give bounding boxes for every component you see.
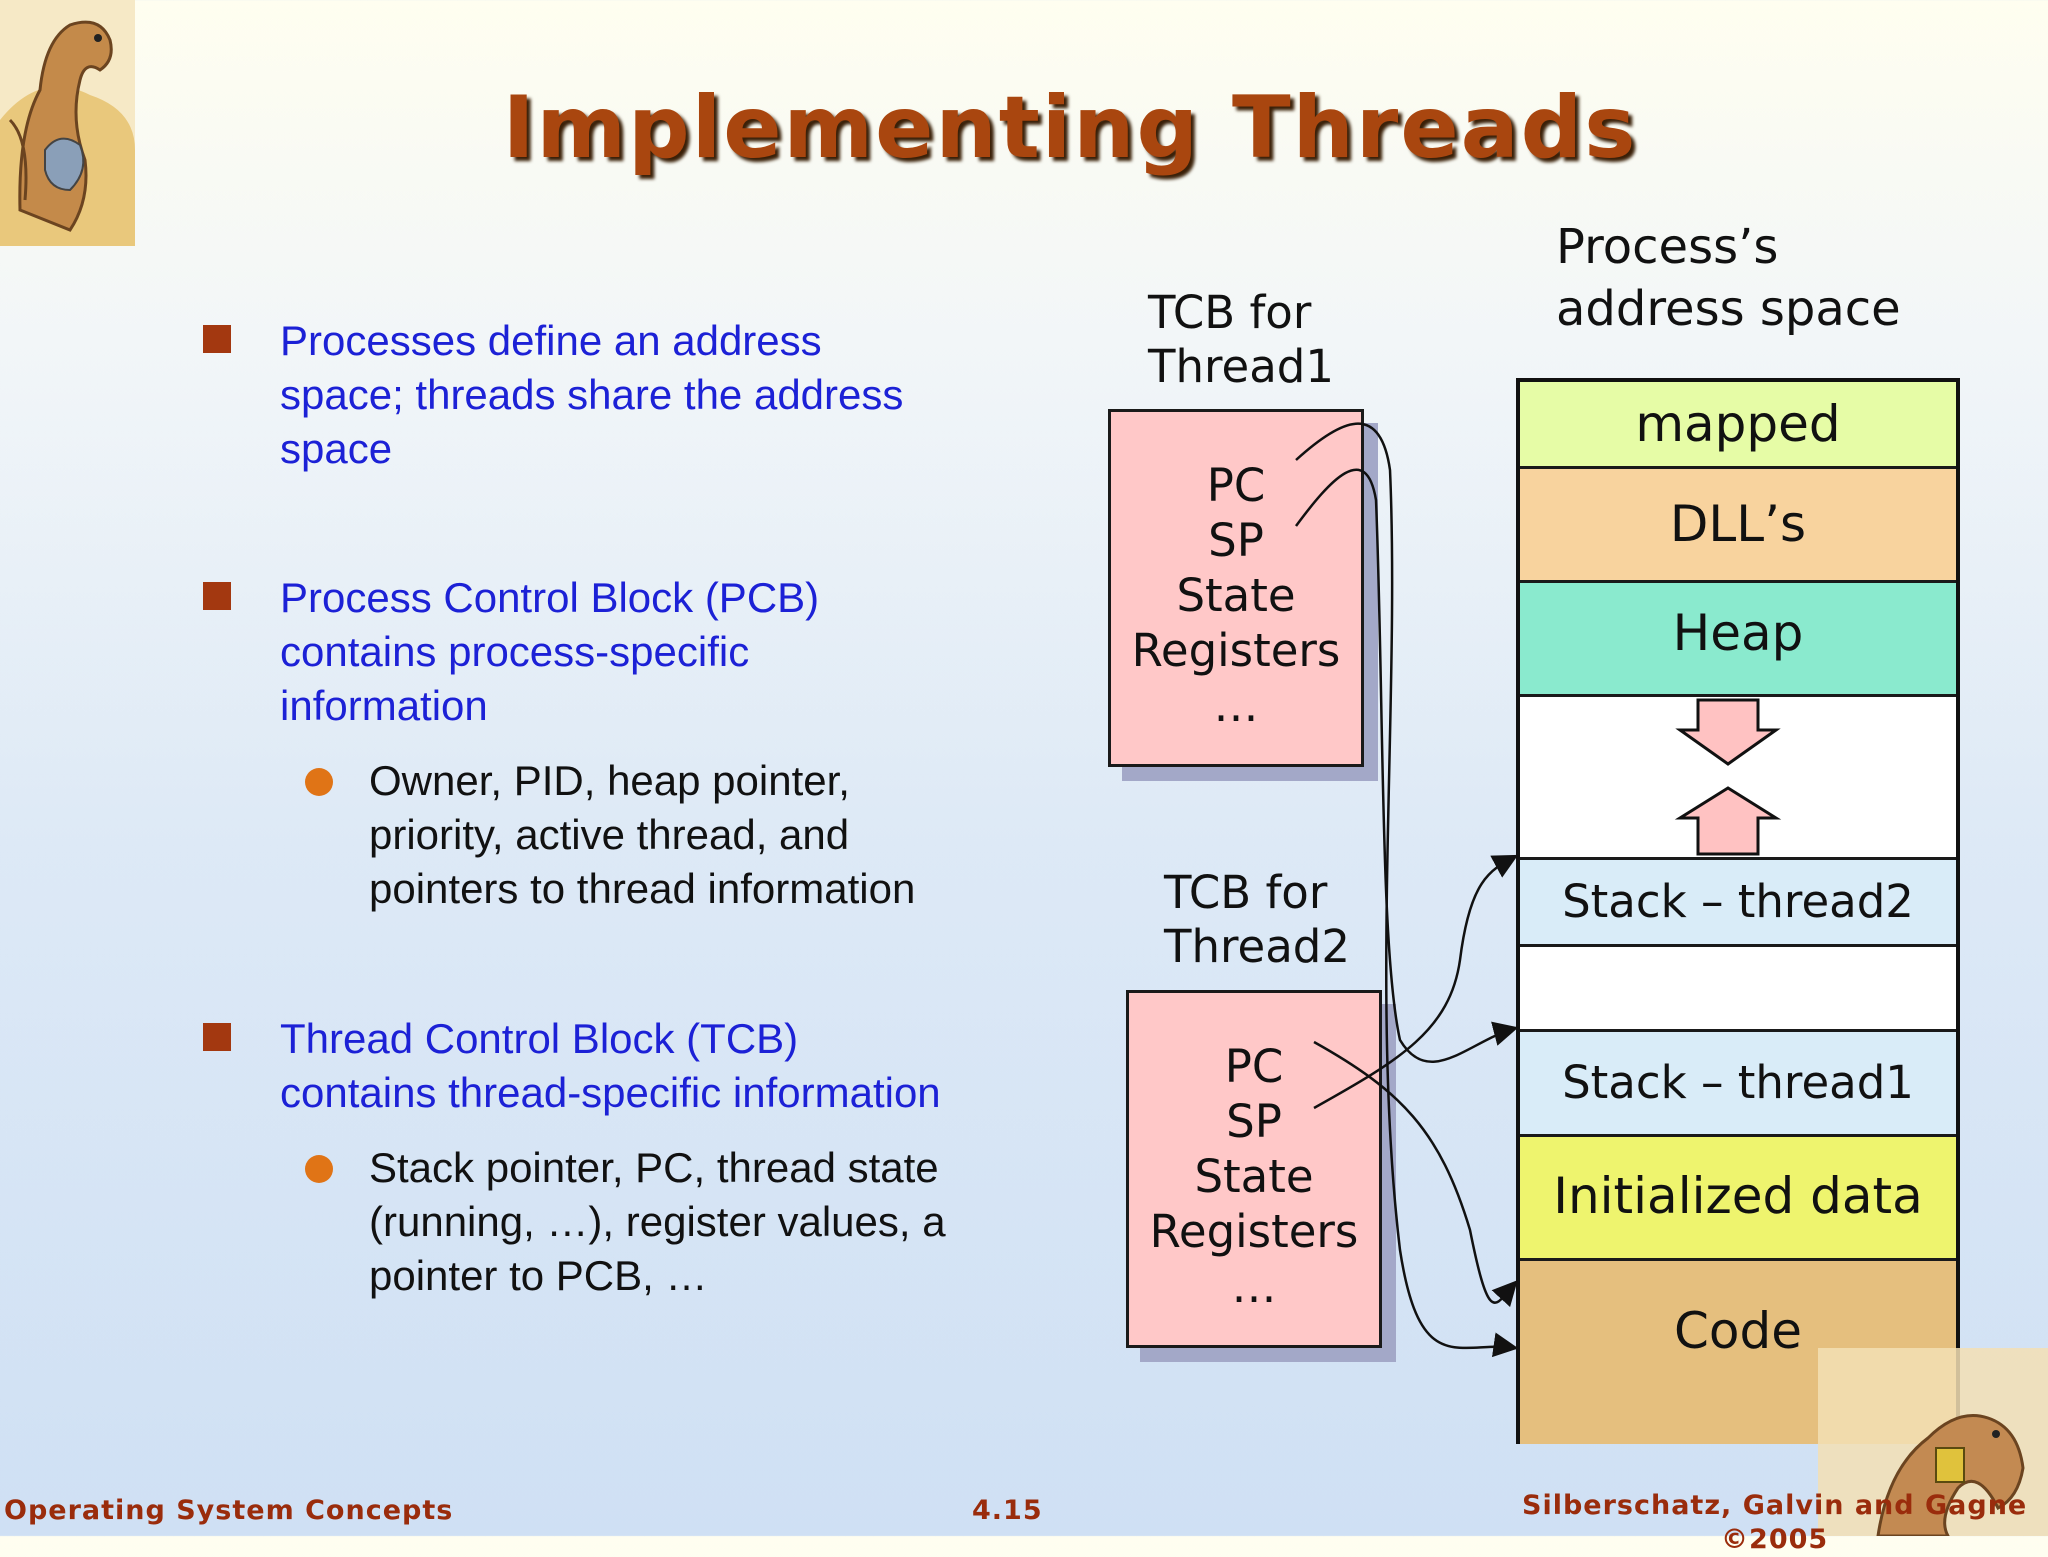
bullet-square-icon <box>203 325 231 353</box>
segment-stack-thread1-label: Stack – thread1 <box>1562 1056 1914 1109</box>
tcb1-registers: Registers <box>1131 624 1341 677</box>
sub-bullet-text: Owner, PID, heap pointer, priority, acti… <box>369 754 915 916</box>
bullet-2-line-3: information <box>280 682 488 729</box>
segment-heap-label: Heap <box>1672 604 1804 662</box>
tcb2-heading-line-1: TCB for <box>1164 866 1328 919</box>
footer-left: Operating System Concepts <box>4 1495 454 1526</box>
tcb2-ellipsis: … <box>1231 1260 1277 1313</box>
sub-bullet-2-line-1: Owner, PID, heap pointer, <box>369 757 850 804</box>
tcb2-heading: TCB for Thread2 <box>1164 866 1350 974</box>
bullet-dot-icon <box>305 768 333 796</box>
bullet-2-line-1: Process Control Block (PCB) <box>280 574 820 621</box>
segment-code-label: Code <box>1673 1302 1802 1360</box>
address-space-heading-line-1: Process’s <box>1556 219 1779 275</box>
tcb1-sp: SP <box>1208 514 1264 567</box>
sub-bullet-3-line-1: Stack pointer, PC, thread state <box>369 1144 939 1191</box>
bullet-square-icon <box>203 1023 231 1051</box>
tcb1-box: PC SP State Registers … <box>1108 409 1364 767</box>
bullet-3-line-1: Thread Control Block (TCB) <box>280 1015 799 1062</box>
bullet-text: Thread Control Block (TCB) contains thre… <box>280 1012 941 1120</box>
bullet-text: Processes define an address space; threa… <box>280 314 903 476</box>
bullet-dot-icon <box>305 1155 333 1183</box>
segment-initialized-data-label: Initialized data <box>1553 1167 1923 1225</box>
tcb2-sp: SP <box>1226 1095 1282 1148</box>
footer-right-line-1: Silberschatz, Galvin and Gagne <box>1522 1490 2028 1521</box>
address-space-heading: Process’s address space <box>1556 216 1901 340</box>
tcb2-state: State <box>1194 1150 1314 1203</box>
dinosaur-corner-icon <box>1818 1348 2048 1538</box>
tcb1-pc: PC <box>1206 459 1266 512</box>
segment-gap <box>1520 947 1956 1029</box>
segment-initialized-data: Initialized data <box>1520 1137 1956 1261</box>
footer-right: Silberschatz, Galvin and Gagne ©2005 <box>1522 1489 2027 1557</box>
sub-bullet-3-line-2: (running, …), register values, a <box>369 1198 946 1245</box>
bullet-1-line-2: space; threads share the address <box>280 371 904 418</box>
segment-stack-thread2-label: Stack – thread2 <box>1562 875 1914 928</box>
tcb1-state: State <box>1176 569 1296 622</box>
bullet-square-icon <box>203 582 231 610</box>
segment-dlls: DLL’s <box>1520 469 1956 583</box>
tcb2-registers: Registers <box>1149 1205 1359 1258</box>
bullet-3-line-2: contains thread-specific information <box>280 1069 941 1116</box>
segment-stack-thread1: Stack – thread1 <box>1520 1029 1956 1137</box>
sub-bullet-text: Stack pointer, PC, thread state (running… <box>369 1141 946 1303</box>
tcb2-box: PC SP State Registers … <box>1126 990 1382 1348</box>
segment-free-space <box>1520 697 1956 857</box>
dinosaur-logo-icon <box>0 0 135 247</box>
segment-stack-thread2: Stack – thread2 <box>1520 857 1956 947</box>
address-space-column: mapped segments DLL’s Heap Stack – threa… <box>1516 378 1960 1444</box>
sub-bullet-3-line-3: pointer to PCB, … <box>369 1252 708 1299</box>
tcb1-heading-line-1: TCB for <box>1148 286 1312 339</box>
page-title: Implementing Threads <box>502 78 1638 178</box>
bullet-1-line-1: Processes define an address <box>280 317 822 364</box>
segment-dlls-label: DLL’s <box>1669 495 1807 553</box>
sub-bullet-2-line-3: pointers to thread information <box>369 865 916 912</box>
footer-right-line-2: ©2005 <box>1721 1524 1829 1555</box>
tcb1-heading: TCB for Thread1 <box>1148 286 1334 394</box>
segment-heap: Heap <box>1520 583 1956 697</box>
tcb1-heading-line-2: Thread1 <box>1148 340 1334 393</box>
sub-bullet-2-line-2: priority, active thread, and <box>369 811 850 858</box>
bullet-2-line-2: contains process-specific <box>280 628 750 675</box>
segment-mapped-segments: mapped segments <box>1520 382 1956 537</box>
address-space-heading-line-2: address space <box>1556 281 1901 337</box>
tcb2-pc: PC <box>1224 1040 1284 1093</box>
bullet-1-line-3: space <box>280 425 393 472</box>
footer-center: 4.15 <box>972 1495 1043 1526</box>
bullet-text: Process Control Block (PCB) contains pro… <box>280 571 819 733</box>
tcb1-ellipsis: … <box>1213 679 1259 732</box>
tcb2-heading-line-2: Thread2 <box>1164 920 1350 973</box>
